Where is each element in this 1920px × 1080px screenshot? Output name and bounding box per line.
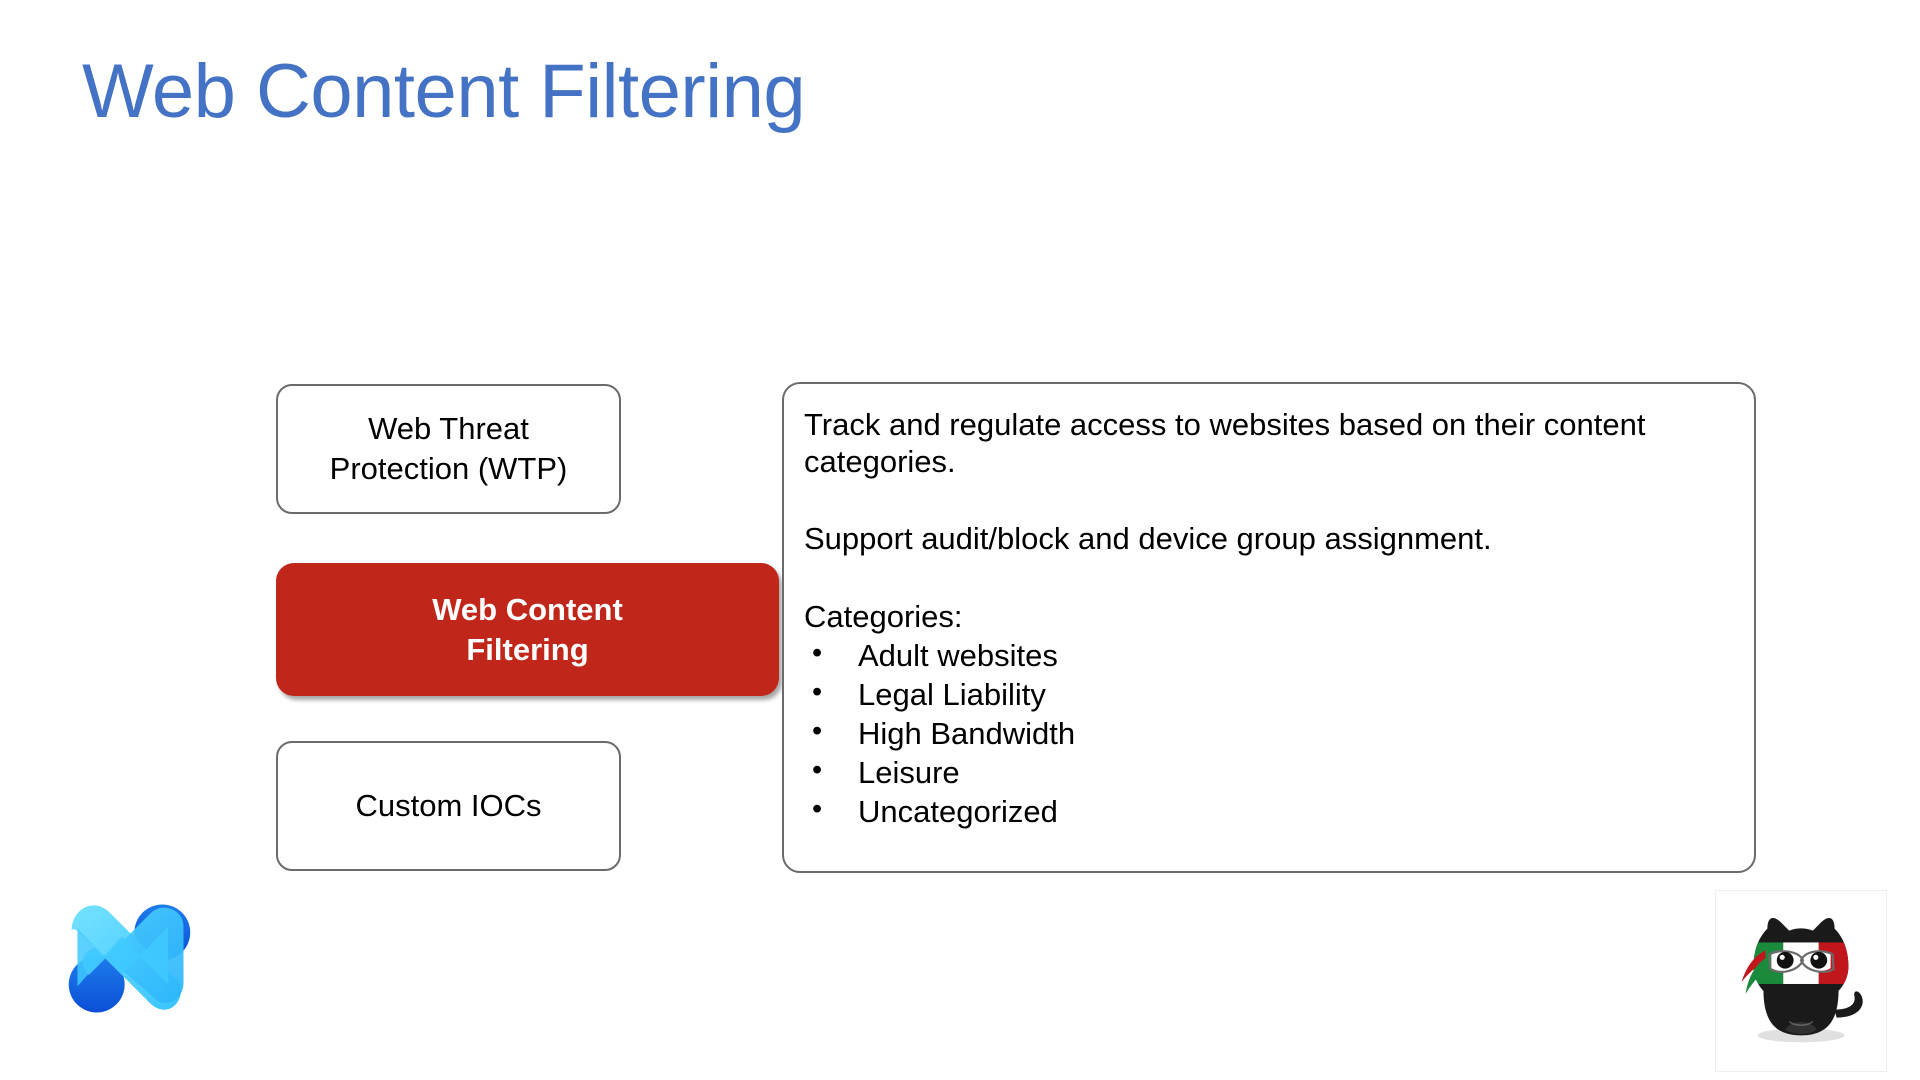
nav-item-label-line2: Filtering — [466, 631, 589, 667]
nav-item-label: Web Content Filtering — [355, 590, 700, 669]
nav-item-web-content-filtering[interactable]: Web Content Filtering — [276, 563, 779, 696]
ninja-cat-mascot-icon — [1715, 890, 1887, 1072]
list-item: Uncategorized — [804, 793, 1724, 830]
list-item: Adult websites — [804, 637, 1724, 674]
nav-item-label: Web Threat Protection (WTP) — [330, 409, 568, 488]
nav-item-label-line1: Custom IOCs — [355, 788, 542, 824]
nav-item-web-threat-protection[interactable]: Web Threat Protection (WTP) — [276, 384, 621, 514]
nav-item-label: Custom IOCs — [355, 786, 541, 826]
page-title: Web Content Filtering — [82, 49, 806, 134]
categories-heading: Categories: — [804, 598, 963, 634]
categories-list: Adult websites Legal Liability High Band… — [804, 637, 1724, 830]
list-item: Legal Liability — [804, 676, 1724, 713]
nav-item-label-line2: Protection (WTP) — [329, 451, 568, 486]
list-item: Leisure — [804, 754, 1724, 791]
mxdr-wave-logo-icon — [62, 890, 197, 1025]
detail-panel: Track and regulate access to websites ba… — [782, 382, 1756, 873]
nav-item-label-line1: Web Content — [432, 591, 623, 627]
nav-item-label-line1: Web Threat — [368, 411, 529, 447]
detail-paragraph-2: Support audit/block and device group ass… — [804, 521, 1492, 557]
list-item: High Bandwidth — [804, 715, 1724, 752]
nav-item-custom-iocs[interactable]: Custom IOCs — [276, 741, 621, 871]
detail-paragraph-1: Track and regulate access to websites ba… — [804, 407, 1646, 480]
